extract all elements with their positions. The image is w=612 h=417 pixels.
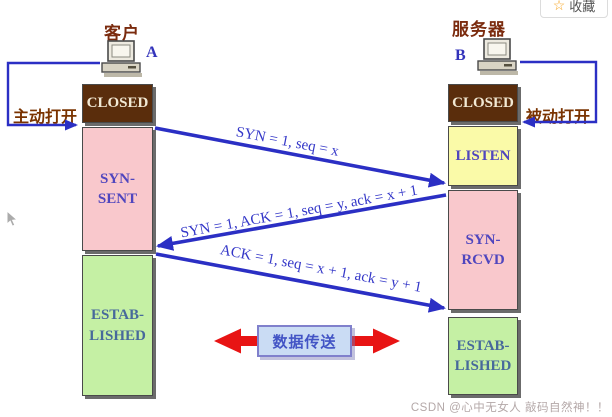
favorite-button[interactable]: ☆ 收藏 [540, 0, 608, 18]
server-state-listen: LISTEN [448, 126, 518, 186]
client-state-syn-sent: SYN- SENT [82, 127, 153, 251]
client-state-established: ESTAB- LISHED [82, 255, 153, 396]
client-host-letter: A [146, 44, 158, 61]
state-label: SYN- SENT [97, 170, 138, 207]
server-passive-open-label: 被动打开 [526, 109, 591, 126]
server-state-closed: CLOSED [448, 84, 518, 122]
syn-message-label: SYN = 1, seq = x [234, 124, 341, 160]
state-label: CLOSED [86, 95, 149, 112]
mouse-cursor-icon [6, 210, 19, 227]
server-state-established: ESTAB- LISHED [448, 317, 518, 395]
state-label: ESTAB- LISHED [89, 307, 146, 344]
state-label: ESTAB- LISHED [454, 337, 512, 374]
state-label: LISTEN [455, 147, 511, 164]
star-icon: ☆ [552, 0, 566, 13]
state-label: SYN- RCVD [461, 231, 505, 268]
server-host-letter: B [455, 47, 466, 64]
state-label: CLOSED [452, 94, 514, 111]
favorite-label: 收藏 [569, 0, 596, 14]
client-active-open-label: 主动打开 [13, 109, 78, 126]
server-state-syn-rcvd: SYN- RCVD [448, 190, 518, 310]
server-title: 服务器 [452, 20, 506, 39]
data-transfer-label: 数据传送 [272, 333, 337, 351]
ack-message-label: ACK = 1, seq = x + 1, ack = y + 1 [218, 242, 423, 296]
client-computer-icon [101, 40, 142, 77]
client-title: 客户 [104, 24, 140, 43]
client-state-closed: CLOSED [82, 84, 153, 123]
server-computer-icon [477, 38, 518, 75]
data-transfer-box: 数据传送 [257, 325, 352, 357]
watermark-text: CSDN @心中无女人 敲码自然神！！ [410, 402, 609, 414]
